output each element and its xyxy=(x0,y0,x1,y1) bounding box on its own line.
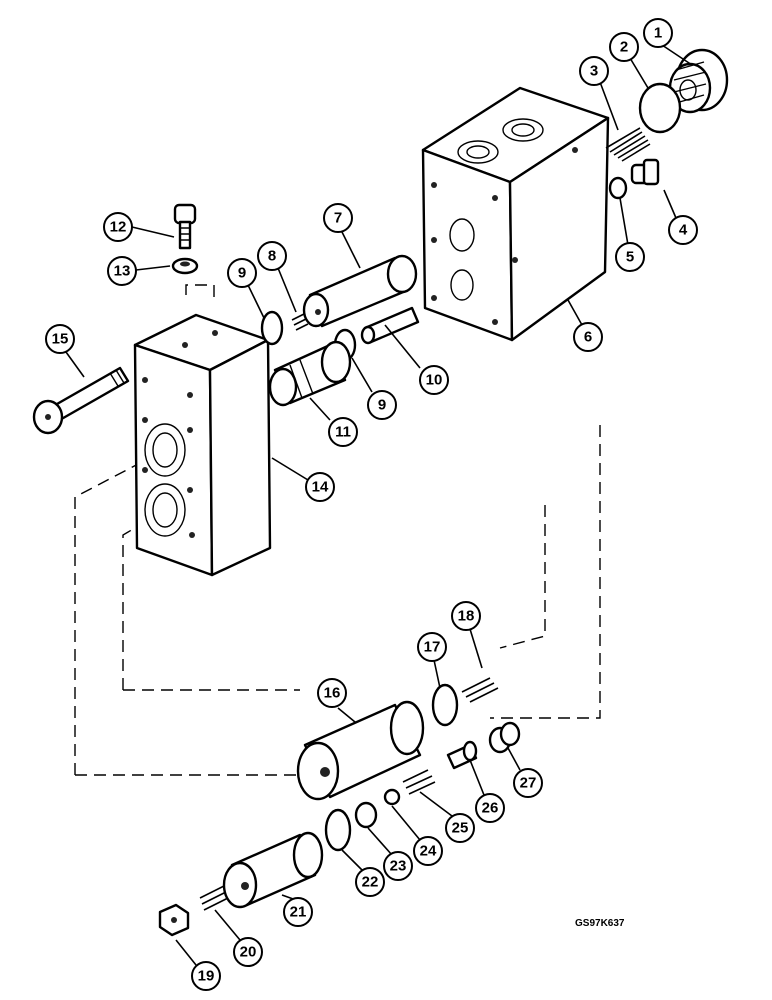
part-19-nut xyxy=(158,903,190,937)
svg-text:10: 10 xyxy=(426,372,443,389)
callout-9-lower: 9 xyxy=(367,390,397,420)
svg-text:17: 17 xyxy=(424,639,441,656)
part-16-fitting xyxy=(296,700,425,801)
callout-7: 7 xyxy=(323,203,353,233)
callout-1: 1 xyxy=(643,18,673,48)
part-22-o-ring xyxy=(324,808,352,852)
callout-6: 6 xyxy=(573,322,603,352)
svg-text:13: 13 xyxy=(114,263,131,280)
leader-lines xyxy=(65,44,693,966)
svg-text:2: 2 xyxy=(620,39,628,56)
callout-24: 24 xyxy=(413,836,443,866)
callout-15: 15 xyxy=(45,324,75,354)
callout-13: 13 xyxy=(107,256,137,286)
svg-text:18: 18 xyxy=(458,608,475,625)
part-18-spring xyxy=(461,677,499,703)
part-15-long-bolt xyxy=(32,366,130,435)
svg-text:6: 6 xyxy=(584,329,592,346)
callout-19: 19 xyxy=(191,961,221,991)
callout-22: 22 xyxy=(355,867,385,897)
drawing-code: GS97K637 xyxy=(575,918,625,929)
part-14-valve-block xyxy=(133,313,272,577)
svg-text:8: 8 xyxy=(268,248,276,265)
callout-11: 11 xyxy=(328,417,358,447)
part-24-ball xyxy=(383,788,401,806)
callout-8: 8 xyxy=(257,241,287,271)
svg-text:23: 23 xyxy=(390,858,407,875)
part-13-washer xyxy=(171,257,199,275)
svg-text:21: 21 xyxy=(290,904,307,921)
part-8-spring xyxy=(291,313,309,331)
part-12-screw xyxy=(173,203,197,250)
part-25-spring xyxy=(402,769,436,795)
svg-text:12: 12 xyxy=(110,219,127,236)
callout-10: 10 xyxy=(419,365,449,395)
callout-2: 2 xyxy=(609,32,639,62)
callout-14: 14 xyxy=(305,472,335,502)
part-20-set-screw xyxy=(199,885,229,911)
svg-text:25: 25 xyxy=(452,820,469,837)
svg-text:26: 26 xyxy=(482,800,499,817)
svg-text:24: 24 xyxy=(420,843,437,860)
callout-26: 26 xyxy=(475,793,505,823)
callout-18: 18 xyxy=(451,601,481,631)
part-17-o-ring xyxy=(431,683,459,727)
callout-3: 3 xyxy=(579,56,609,86)
callout-21: 21 xyxy=(283,897,313,927)
part-21-fitting xyxy=(222,831,324,909)
svg-text:19: 19 xyxy=(198,968,215,985)
callout-25: 25 xyxy=(445,813,475,843)
svg-text:4: 4 xyxy=(679,222,688,239)
svg-text:27: 27 xyxy=(520,775,537,792)
callout-4: 4 xyxy=(668,215,698,245)
callout-9-upper: 9 xyxy=(227,258,257,288)
part-4-screw xyxy=(630,158,660,186)
part-6-valve-body xyxy=(421,86,610,342)
callout-17: 17 xyxy=(417,632,447,662)
callout-23: 23 xyxy=(383,851,413,881)
svg-text:9: 9 xyxy=(378,397,386,414)
part-10-pin xyxy=(360,306,420,345)
callout-16: 16 xyxy=(317,678,347,708)
part-3-spring xyxy=(605,127,651,162)
svg-text:22: 22 xyxy=(362,874,379,891)
svg-text:15: 15 xyxy=(52,331,69,348)
part-27-plug xyxy=(488,721,521,754)
svg-text:3: 3 xyxy=(590,63,598,80)
part-11-piston xyxy=(268,340,352,407)
part-9-o-ring-upper xyxy=(260,310,284,346)
callout-27: 27 xyxy=(513,768,543,798)
callout-12: 12 xyxy=(103,212,133,242)
svg-text:5: 5 xyxy=(626,249,634,266)
svg-text:1: 1 xyxy=(654,25,662,42)
assembly-dashed-lines xyxy=(74,284,601,776)
svg-text:16: 16 xyxy=(324,685,341,702)
part-23-poppet xyxy=(354,801,378,829)
callout-5: 5 xyxy=(615,242,645,272)
part-2-o-ring xyxy=(638,82,682,134)
svg-text:14: 14 xyxy=(312,479,329,496)
part-5-washer xyxy=(608,176,628,200)
svg-text:11: 11 xyxy=(335,424,351,441)
svg-text:9: 9 xyxy=(238,265,246,282)
part-7-spool xyxy=(302,254,418,328)
svg-text:20: 20 xyxy=(240,944,257,961)
svg-text:7: 7 xyxy=(334,210,342,227)
callout-20: 20 xyxy=(233,937,263,967)
